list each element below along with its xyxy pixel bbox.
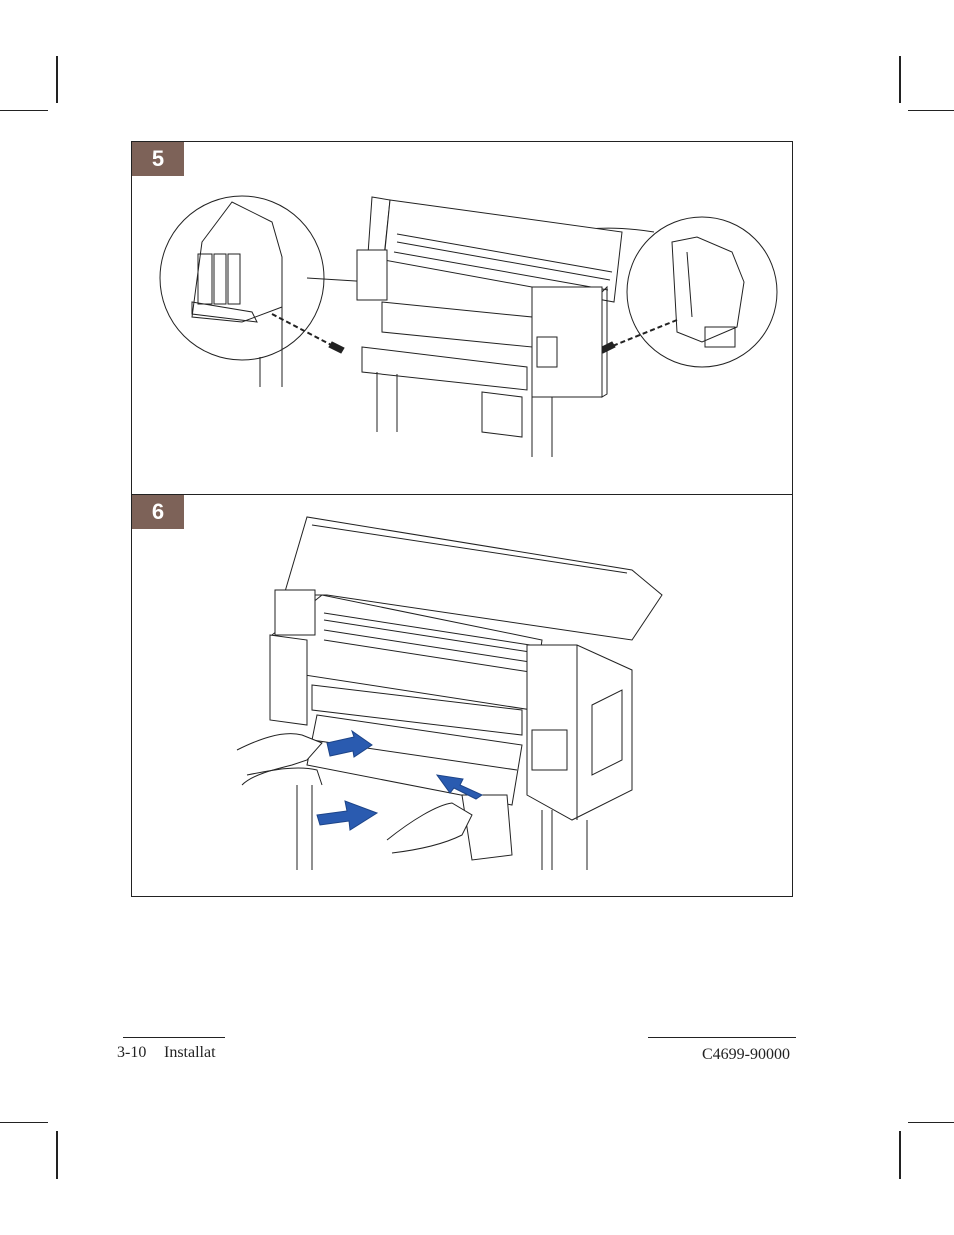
step-5-panel: 5 bbox=[131, 141, 793, 495]
crop-mark bbox=[0, 110, 48, 111]
crop-mark bbox=[908, 1122, 954, 1123]
footer-rule-right bbox=[648, 1037, 796, 1038]
crop-mark bbox=[56, 56, 58, 103]
printer-media-load-illustration bbox=[132, 495, 792, 896]
page-number: 3-10 bbox=[117, 1044, 146, 1062]
part-number: C4699-90000 bbox=[702, 1046, 790, 1064]
crop-mark bbox=[56, 1131, 58, 1179]
crop-mark bbox=[0, 1122, 48, 1123]
crop-mark bbox=[899, 1131, 901, 1179]
crop-mark bbox=[908, 110, 954, 111]
crop-mark bbox=[899, 56, 901, 103]
step-6-panel: 6 bbox=[131, 494, 793, 897]
printer-screw-install-illustration bbox=[132, 142, 792, 494]
footer-rule-left bbox=[123, 1037, 225, 1038]
chapter-title: Installat bbox=[164, 1044, 216, 1062]
